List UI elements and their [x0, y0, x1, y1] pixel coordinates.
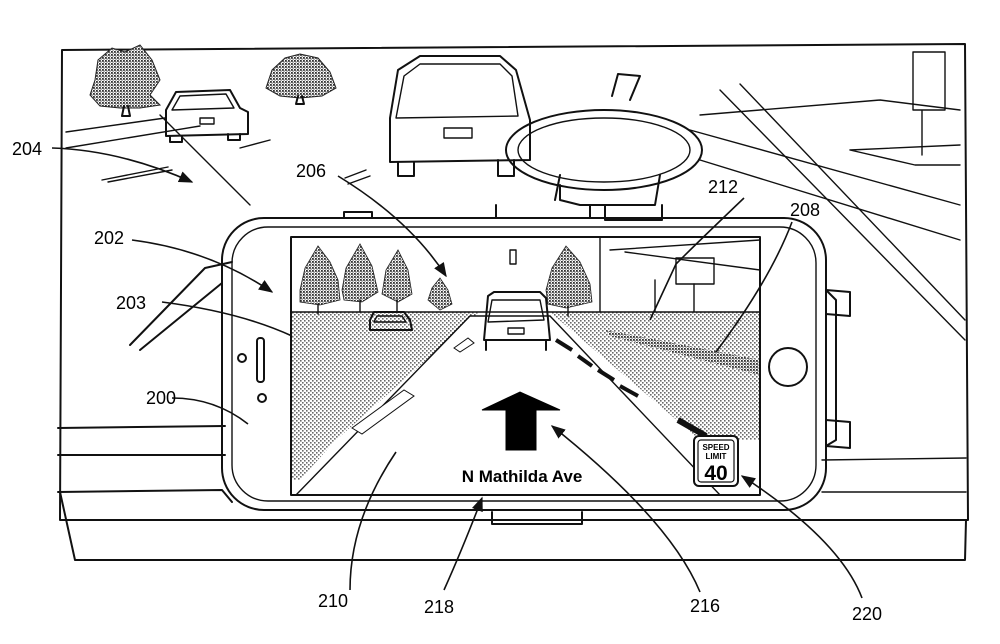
speed-limit-sign: SPEED LIMIT 40 — [693, 435, 739, 487]
ref-208: 208 — [790, 200, 820, 220]
home-button[interactable] — [768, 347, 808, 387]
screen-tree-3 — [381, 249, 413, 313]
right-curb — [605, 330, 760, 375]
ref-212: 212 — [708, 177, 738, 197]
ref-203: 203 — [116, 293, 146, 313]
windshield-outline — [59, 43, 969, 521]
lead-lines — [51, 147, 863, 599]
direction-arrow-icon — [481, 391, 561, 451]
screen-tree-5 — [545, 245, 593, 317]
screen-tree-1 — [299, 245, 341, 315]
screen-tree-4 — [427, 277, 453, 311]
speed-limit-value: 40 — [704, 462, 727, 485]
speed-limit-line1: SPEED — [702, 443, 729, 452]
ref-216: 216 — [690, 596, 720, 616]
speed-limit-line2: LIMIT — [706, 452, 727, 461]
outside-tree-right — [265, 53, 337, 105]
ref-202: 202 — [94, 228, 124, 248]
dashboard — [57, 425, 967, 561]
ref-204: 204 — [12, 139, 42, 159]
outside-car-center — [389, 55, 531, 177]
ref-200: 200 — [146, 388, 176, 408]
screen-tree-2 — [341, 243, 379, 313]
outside-tree-left — [89, 44, 162, 117]
speaker-dot — [237, 353, 247, 363]
phone-body — [221, 217, 827, 511]
outside-car-left — [165, 89, 249, 143]
ref-210: 210 — [318, 591, 348, 611]
screen-car-van — [483, 291, 551, 351]
ref-220: 220 — [852, 604, 882, 624]
mobile-device — [221, 211, 851, 525]
reference-numerals: 204 206 212 208 202 203 200 210 218 216 … — [12, 139, 882, 624]
street-name-label: N Mathilda Ave — [462, 467, 583, 486]
ref-206: 206 — [296, 161, 326, 181]
display-screen-border — [290, 236, 761, 496]
camera-dot — [257, 393, 267, 403]
windshield-scene — [57, 43, 969, 561]
ref-218: 218 — [424, 597, 454, 617]
rear-view-mirror — [495, 73, 703, 221]
screen-car-small — [369, 311, 413, 331]
display-screen: SPEED LIMIT 40 N Mathilda Ave — [291, 237, 760, 495]
right-lane — [550, 312, 760, 440]
left-lane — [291, 312, 480, 480]
volume-button — [256, 337, 265, 383]
